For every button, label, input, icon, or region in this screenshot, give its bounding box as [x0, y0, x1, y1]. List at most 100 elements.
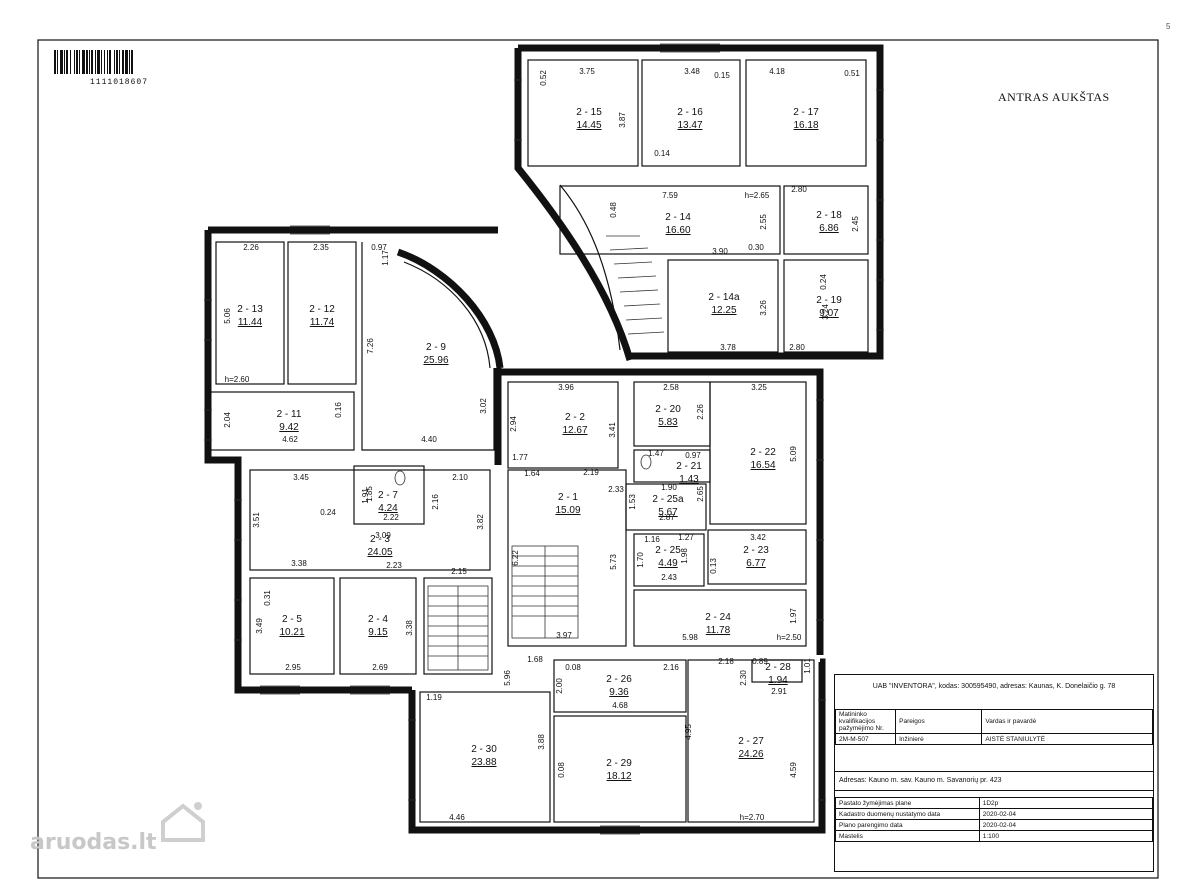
dimension-label: h=2.65 [745, 191, 770, 200]
room-number: 2 - 25 [655, 545, 681, 556]
room-number: 2 - 12 [309, 304, 335, 315]
room-area: 16.18 [793, 120, 818, 131]
dimension-label: 3.97 [556, 631, 572, 640]
dimension-label: h=2.70 [740, 813, 765, 822]
room-number: 2 - 28 [765, 662, 791, 673]
barcode-bar [86, 50, 88, 74]
dimension-label: 5.98 [682, 633, 698, 642]
room-number: 2 - 25a [652, 494, 684, 505]
dimension-label: 3.51 [252, 512, 261, 528]
dimension-label: 0.30 [748, 243, 764, 252]
room-number: 2 - 11 [277, 409, 302, 420]
dimension-label: 2.10 [452, 473, 468, 482]
stairs-center [511, 545, 579, 639]
barcode-bar [104, 50, 105, 74]
dimension-label: 3.75 [579, 67, 595, 76]
dimension-label: 1.91 [361, 488, 370, 504]
room-area: 12.25 [711, 305, 736, 316]
dimension-label: 4.62 [282, 435, 298, 444]
wall-top-wing [514, 44, 884, 361]
dimension-label: 0.15 [714, 71, 730, 80]
room-area: 4.24 [378, 503, 398, 514]
room-number: 2 - 30 [471, 744, 497, 755]
dimension-label: 2.65 [696, 486, 705, 502]
room-number: 2 - 16 [677, 107, 703, 118]
row-label: Mastelis [835, 830, 980, 842]
dimension-label: 0.16 [334, 402, 343, 418]
dimension-label: 5.96 [503, 670, 512, 686]
dimension-label: 0.08 [565, 663, 581, 672]
dimension-label: 1.97 [789, 608, 798, 624]
interior-partitions [209, 59, 869, 823]
dimension-label: 0.89 [752, 657, 768, 666]
surveyor-name: AISTĖ STANIULYTĖ [981, 733, 1153, 745]
room-area: 6.86 [819, 223, 839, 234]
dimension-label: 0.31 [263, 590, 272, 606]
barcode [54, 50, 133, 74]
row-value: 1D2p [978, 797, 1154, 809]
dimension-label: 1.53 [628, 494, 637, 510]
dimension-label: 3.41 [608, 422, 617, 438]
barcode-bar [60, 50, 63, 74]
barcode-bar [119, 50, 120, 74]
stairs-left [427, 585, 489, 671]
dimension-label: 5.09 [789, 446, 798, 462]
room-area: 9.07 [819, 308, 839, 319]
dimension-label: 2.80 [791, 185, 807, 194]
barcode-bar [109, 50, 111, 74]
dimension-label: 3.38 [291, 559, 307, 568]
row-label: Pastato žymėjimas plane [835, 797, 980, 809]
room-area: 5.67 [658, 507, 678, 518]
dimension-label: 1.47 [648, 449, 664, 458]
room-number: 2 - 15 [576, 107, 602, 118]
room-area: 9.36 [609, 687, 629, 698]
dimension-label: 3.45 [293, 473, 309, 482]
room-area: 13.47 [677, 120, 702, 131]
dimension-label: 2.26 [696, 404, 705, 420]
dimension-label: 0.48 [609, 202, 618, 218]
room-number: 2 - 7 [378, 490, 398, 501]
dimension-label: 1.16 [644, 535, 660, 544]
barcode-bar [125, 50, 128, 74]
dimension-label: 2.55 [759, 214, 768, 230]
room-area: 24.05 [367, 547, 392, 558]
room-number: 2 - 18 [816, 210, 842, 221]
barcode-bar [116, 50, 118, 74]
room-area: 6.77 [746, 558, 766, 569]
barcode-bar [74, 50, 75, 74]
wall-left-wing [204, 226, 498, 694]
room-number: 2 - 17 [793, 107, 819, 118]
dimension-label: 3.02 [479, 398, 488, 414]
dimension-label: 1.19 [426, 693, 442, 702]
row-label: Kadastro duomenų nustatymo data [835, 808, 980, 820]
barcode-bar [97, 50, 100, 74]
dimension-label: 2.00 [555, 678, 564, 694]
row-label: Plano parengimo data [835, 819, 980, 831]
dimension-label: 2.87 [659, 513, 675, 522]
wall-arc-2-9 [396, 248, 504, 369]
barcode-bar [122, 50, 124, 74]
dimension-label: 0.24 [320, 508, 336, 517]
watermark-house-icon [161, 802, 205, 842]
dimension-label: 2.69 [372, 663, 388, 672]
barcode-bar [57, 50, 58, 74]
dimension-label: h=2.50 [777, 633, 802, 642]
room-area: 4.49 [658, 558, 678, 569]
barcode-bar [70, 50, 71, 74]
dimension-label: 1.01 [803, 658, 812, 674]
barcode-bar [95, 50, 96, 74]
room-area: 11.44 [238, 317, 263, 328]
room-area: 25.96 [423, 355, 448, 366]
room-area: 14.45 [576, 120, 601, 131]
address-line: Adresas: Kauno m. sav. Kauno m. Savanori… [835, 771, 1153, 791]
room-number: 2 - 24 [705, 612, 731, 623]
room-number: 2 - 9 [426, 342, 446, 353]
barcode-bar [107, 50, 108, 74]
dimension-label: 1.77 [512, 453, 528, 462]
room-number: 2 - 27 [738, 736, 764, 747]
corner-mark: 5 [1166, 22, 1171, 31]
row-value: 2020-02-04 [978, 819, 1154, 831]
dimension-label: 3.48 [684, 67, 700, 76]
row-value: 2020-02-04 [978, 808, 1154, 820]
